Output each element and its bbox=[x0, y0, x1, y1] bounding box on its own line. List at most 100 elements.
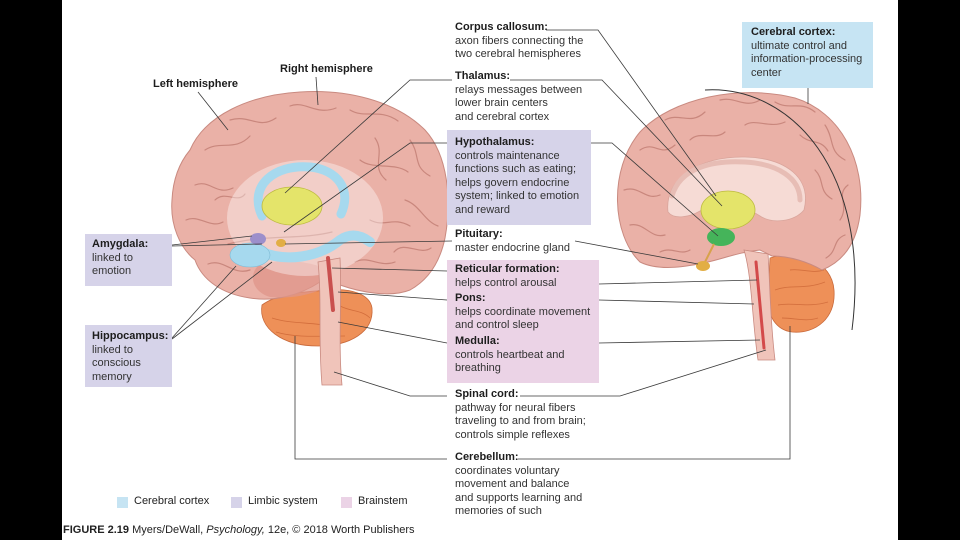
caption-figure-number: FIGURE 2.19 bbox=[63, 524, 130, 536]
cerebellum-pointer-right bbox=[518, 326, 791, 460]
medulla-line: controls heartbeat and bbox=[455, 348, 565, 361]
cerebellum-line: coordinates voluntary bbox=[455, 464, 560, 477]
spinal-cord-pointer-right bbox=[520, 349, 767, 397]
hypothalamus-pointer-left bbox=[283, 142, 447, 233]
left-cingulate-band bbox=[253, 162, 350, 221]
hippocampus-box bbox=[85, 325, 172, 387]
pituitary-title: Pituitary: bbox=[455, 228, 503, 240]
hypothalamus-line: controls maintenance bbox=[455, 149, 560, 162]
amygdala-title: Amygdala: bbox=[92, 238, 149, 250]
reticular-formation-label: Reticular formation: helps control arous… bbox=[455, 263, 560, 290]
cerebral-cortex-line: ultimate control and bbox=[751, 39, 847, 52]
medulla-pointer-right bbox=[598, 339, 761, 344]
thalamus-line: relays messages between bbox=[455, 83, 583, 96]
left-hippocampus-tail bbox=[257, 230, 375, 263]
pons-label: Pons: helps coordinate movement and cont… bbox=[455, 292, 590, 333]
hippocampus-label: Hippocampus: linked to conscious memory bbox=[92, 330, 168, 384]
medulla-line: breathing bbox=[455, 362, 501, 374]
pons-pointer-right bbox=[598, 299, 755, 305]
hypothalamus-label: Hypothalamus: controls maintenance funct… bbox=[455, 136, 579, 217]
hippocampus-line: memory bbox=[92, 370, 132, 383]
right-thalamus bbox=[700, 190, 756, 230]
thalamus-title: Thalamus: bbox=[455, 70, 511, 82]
cerebral-cortex-line: center bbox=[751, 66, 782, 79]
hypothalamus-line: system; linked to emotion bbox=[455, 190, 580, 202]
amygdala-box bbox=[85, 234, 172, 286]
reticular-pointer-right bbox=[598, 279, 758, 285]
hippocampus-title: Hippocampus: bbox=[92, 330, 169, 342]
spinal-cord-label: Spinal cord: pathway for neural fibers t… bbox=[455, 388, 586, 442]
cerebellum-line: and supports learning and bbox=[455, 491, 583, 504]
cerebral-cortex-line: information-processing bbox=[751, 53, 863, 65]
hypothalamus-line: helps govern endocrine bbox=[455, 176, 570, 189]
right-pituitary-stalk bbox=[704, 243, 715, 263]
hypothalamus-line: functions such as eating; bbox=[455, 163, 577, 175]
spinal-cord-line: traveling to and from brain; bbox=[455, 415, 586, 427]
hypothalamus-box bbox=[447, 130, 591, 225]
legend-swatch-cerebral-cortex bbox=[117, 497, 128, 508]
left-brainstem bbox=[317, 257, 343, 386]
medulla-title: Medulla: bbox=[455, 335, 500, 347]
right-hemisphere-pointer bbox=[315, 76, 319, 106]
legend-swatch-limbic-system bbox=[231, 497, 242, 508]
spinal-cord-title: Spinal cord: bbox=[455, 388, 519, 400]
medulla-label: Medulla: controls heartbeat and breathin… bbox=[455, 335, 564, 376]
reticular-pointer-left bbox=[331, 267, 448, 272]
corpus-callosum-line: axon fibers connecting the bbox=[455, 34, 584, 47]
pituitary-label: Pituitary: master endocrine gland bbox=[455, 228, 570, 255]
left-temporal-lobe-shade bbox=[252, 260, 338, 298]
cerebral-cortex-title: Cerebral cortex: bbox=[751, 26, 836, 38]
spinal-cord-pointer-left bbox=[333, 371, 447, 397]
right-pituitary bbox=[696, 261, 710, 271]
cerebral-cortex-arc bbox=[704, 89, 856, 331]
left-thalamus bbox=[261, 186, 323, 226]
thalamus-line: lower brain centers bbox=[455, 97, 548, 109]
pons-pointer-left bbox=[337, 291, 448, 301]
left-hippocampus bbox=[229, 242, 271, 268]
reticular-formation-line: helps control arousal bbox=[455, 276, 557, 289]
cerebral-cortex-label: Cerebral cortex: ultimate control and in… bbox=[751, 26, 862, 80]
pons-line: and control sleep bbox=[455, 319, 539, 331]
cerebellum-label: Cerebellum: coordinates voluntary moveme… bbox=[455, 451, 582, 519]
left-brain-lateral-view bbox=[171, 91, 449, 386]
left-amygdala bbox=[250, 233, 266, 245]
reticular-formation-title: Reticular formation: bbox=[455, 263, 560, 275]
amygdala-line: emotion bbox=[92, 265, 132, 277]
legend-label-cerebral-cortex: Cerebral cortex bbox=[134, 495, 210, 507]
pons-line: helps coordinate movement bbox=[455, 305, 591, 318]
pituitary-pointer-left bbox=[284, 240, 453, 245]
thalamus-pointer-right bbox=[510, 79, 723, 207]
caption-book-title: Psychology, bbox=[206, 524, 265, 536]
hippocampus-line: linked to bbox=[92, 343, 133, 356]
corpus-callosum-pointer bbox=[546, 29, 717, 197]
figure-caption: FIGURE 2.19 Myers/DeWall, Psychology, 12… bbox=[63, 524, 415, 538]
corpus-callosum-line: two cerebral hemispheres bbox=[455, 48, 581, 60]
cerebellum-title: Cerebellum: bbox=[455, 451, 519, 463]
amygdala-label: Amygdala: linked to emotion bbox=[92, 238, 148, 279]
hippocampus-pointer-2 bbox=[171, 261, 273, 340]
legend-swatch-brainstem bbox=[341, 497, 352, 508]
hypothalamus-title: Hypothalamus: bbox=[455, 136, 535, 148]
cerebellum-line: memories of such bbox=[455, 505, 542, 517]
amygdala-line: linked to bbox=[92, 251, 133, 264]
left-pituitary bbox=[276, 239, 286, 247]
leader-lines bbox=[171, 29, 809, 460]
corpus-callosum-title: Corpus callosum: bbox=[455, 21, 548, 33]
left-hemisphere-pointer bbox=[197, 91, 229, 131]
cerebellum-pointer-left bbox=[294, 336, 447, 460]
pituitary-line: master endocrine gland bbox=[455, 241, 570, 254]
left-hemisphere-label: Left hemisphere bbox=[153, 78, 238, 90]
cerebellum-line: movement and balance bbox=[455, 478, 570, 490]
right-brain-sagittal-view bbox=[617, 89, 862, 361]
amygdala-pointer-2 bbox=[171, 243, 263, 247]
right-hemisphere-label: Right hemisphere bbox=[280, 63, 373, 75]
thalamus-line: and cerebral cortex bbox=[455, 110, 550, 123]
thalamus-pointer-left bbox=[284, 79, 452, 194]
hippocampus-pointer-1 bbox=[171, 265, 237, 339]
legend-label-limbic-system: Limbic system bbox=[248, 495, 318, 507]
right-cingulate-band bbox=[669, 159, 803, 203]
right-cerebellum-arbor bbox=[774, 269, 829, 321]
amygdala-pointer-1 bbox=[171, 235, 253, 246]
medulla-pointer-left bbox=[337, 321, 448, 344]
